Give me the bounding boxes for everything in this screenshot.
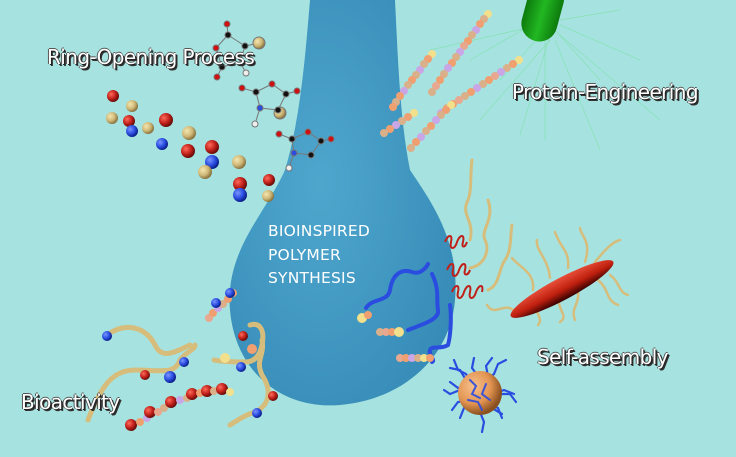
label-self-assembly: Self-assembly <box>537 345 669 369</box>
red-ellipsoid-assembly <box>485 226 630 327</box>
label-ring-opening-process: Ring-Opening Process <box>47 45 255 69</box>
label-protein-engineering: Protein-Engineering <box>512 80 699 104</box>
peptide-chains <box>380 10 523 152</box>
bacterium <box>429 0 661 151</box>
ring-opening-monomers <box>212 20 335 172</box>
center-title-line-2: POLYMER <box>268 245 341 264</box>
center-title: BIOINSPIRED POLYMER SYNTHESIS <box>268 220 370 291</box>
center-title-line-1: BIOINSPIRED <box>268 222 371 240</box>
label-bioactivity: Bioactivity <box>21 390 120 414</box>
tan-coil-strands <box>464 158 514 292</box>
scattered-monomer-beads <box>106 90 275 202</box>
helical-polypeptides <box>444 235 484 299</box>
center-title-line-3: SYNTHESIS <box>268 269 356 287</box>
blob-beaded-chains <box>205 288 434 362</box>
bioactive-polymer-strands <box>85 321 278 431</box>
micelle <box>442 356 518 434</box>
